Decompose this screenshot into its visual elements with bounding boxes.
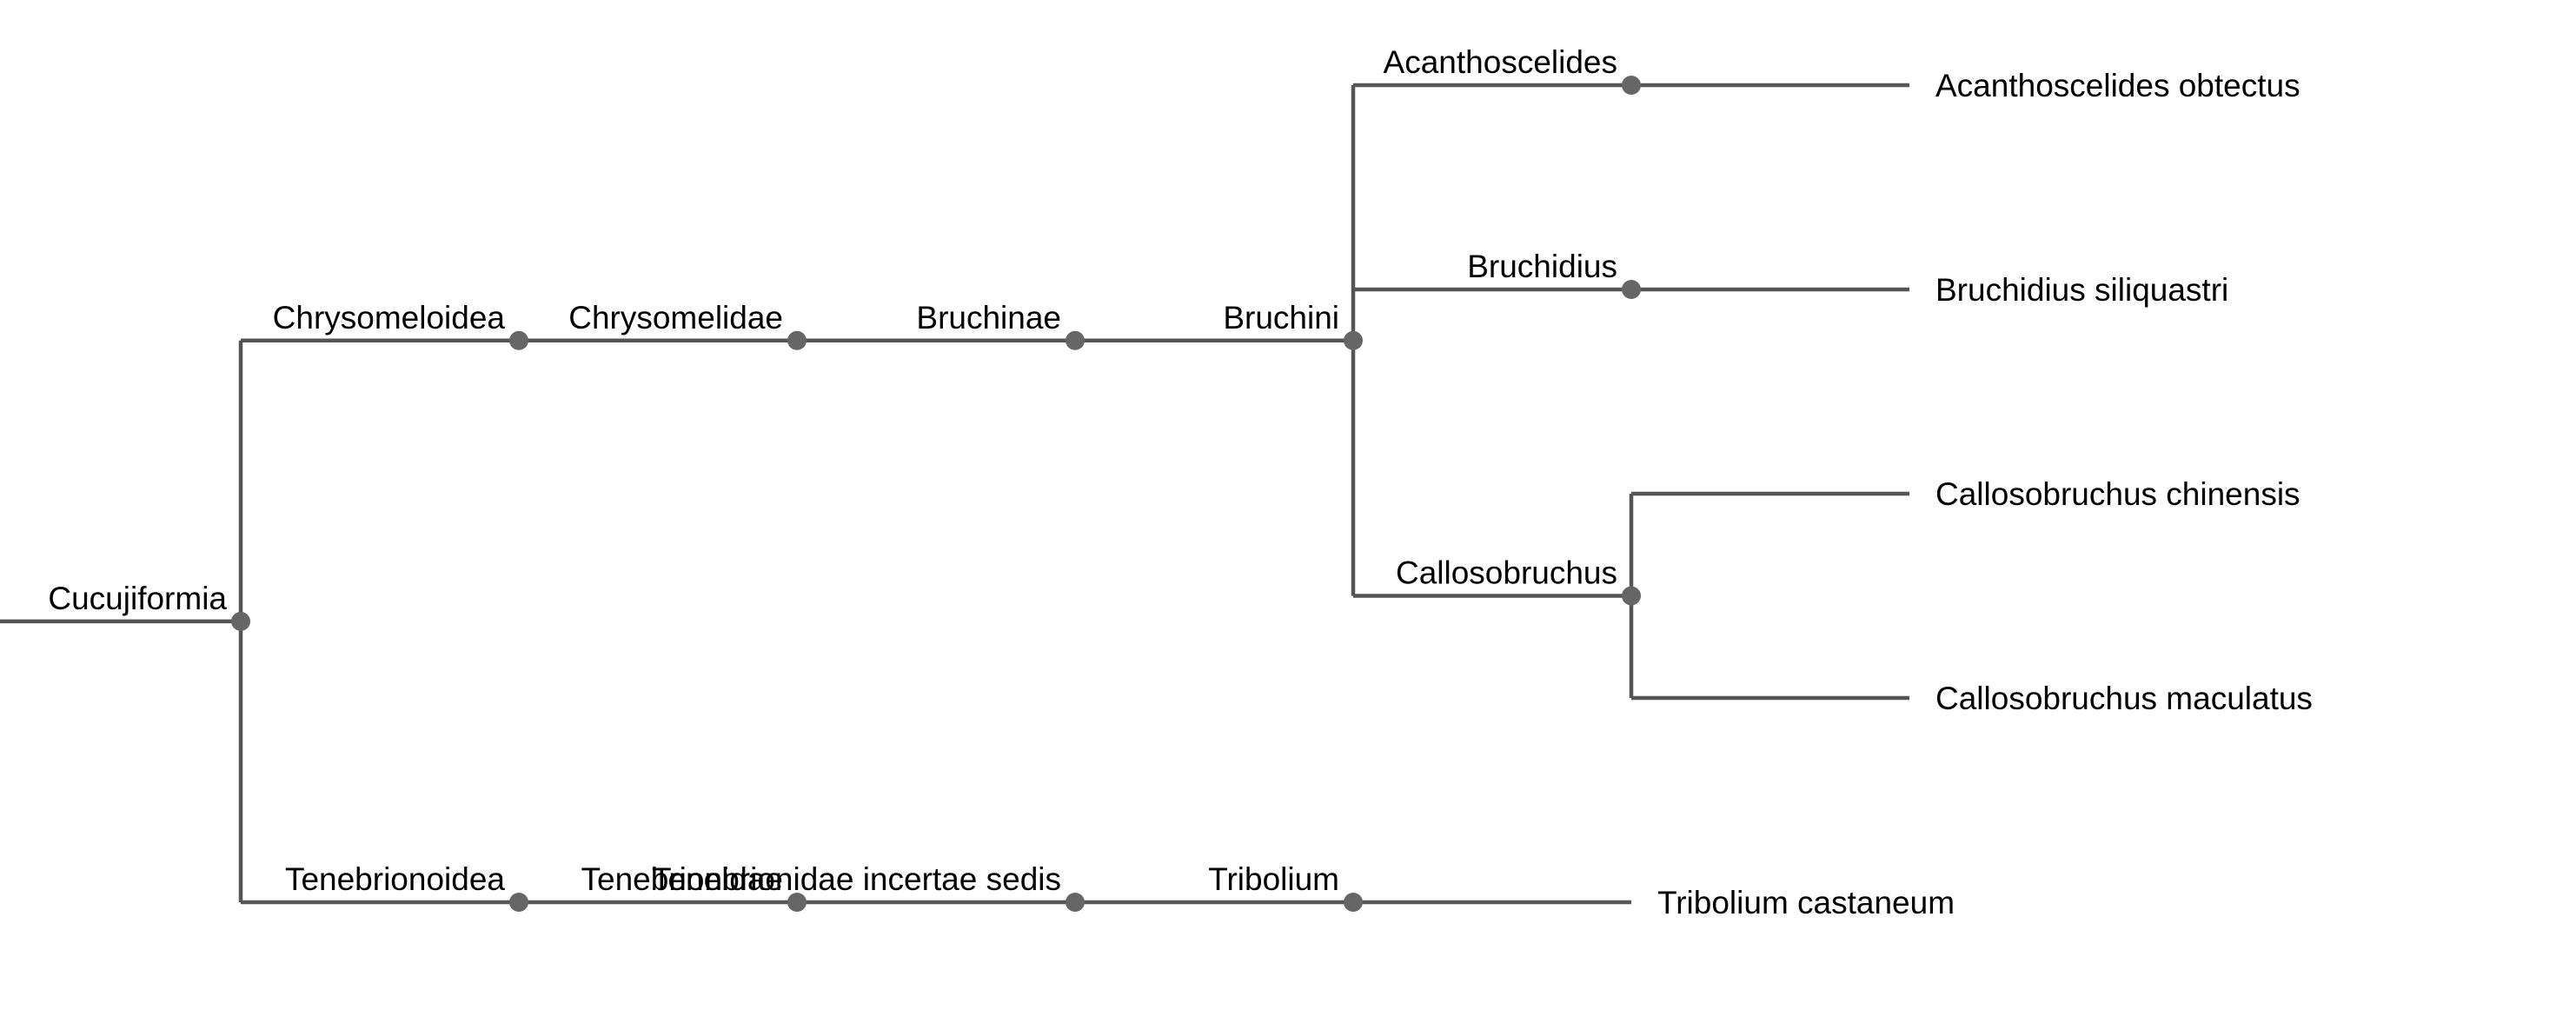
node-tenebrionidae (787, 893, 807, 912)
leaf-label-tribolium-castaneum: Tribolium castaneum (1657, 885, 1955, 920)
node-acanthoscelides (1622, 76, 1641, 95)
clade-label-chrysomelidae: Chrysomelidae (568, 300, 783, 336)
clade-label-chrysomeloidea: Chrysomeloidea (273, 300, 506, 336)
node-bruchini (1344, 330, 1363, 350)
node-tenebrionoidea (509, 893, 528, 912)
node-chrysomelidae (787, 330, 807, 350)
clade-label-bruchini: Bruchini (1223, 300, 1339, 336)
clade-label-tenebrionoidea: Tenebrionoidea (285, 861, 505, 897)
clade-label-callosobruchus: Callosobruchus (1396, 555, 1617, 591)
clade-label-tenebrionidae-incertae-sedis: Tenebrionidae incertae sedis (652, 861, 1061, 897)
clade-label-tenebrionidae: Tenebrionidae (581, 861, 783, 897)
tree-labels: Acanthoscelides obtectus AcanthoscelidesB… (48, 44, 2313, 920)
node-bruchidius (1622, 280, 1641, 299)
node-cucujiformia (231, 611, 250, 631)
node-tribolium (1344, 893, 1363, 912)
clade-label-acanthoscelides: Acanthoscelides (1384, 44, 1617, 80)
node-bruchinae (1066, 330, 1085, 350)
leaf-label-callosobruchus-maculatus: Callosobruchus maculatus (1935, 681, 2313, 716)
clade-label-bruchinae: Bruchinae (916, 300, 1061, 336)
node-tenebrionidae-incertae-sedis (1066, 893, 1085, 912)
node-chrysomeloidea (509, 330, 528, 350)
clade-label-cucujiformia: Cucujiformia (48, 581, 227, 616)
tree-nodes (231, 76, 1641, 912)
tree-branches (0, 83, 1909, 905)
leaf-label-bruchidius-siliquastri: Bruchidius siliquastri (1935, 272, 2228, 308)
leaf-label-acanthoscelides-obtectus: Acanthoscelides obtectus (1935, 68, 2300, 103)
node-callosobruchus (1622, 586, 1641, 606)
leaf-label-callosobruchus-chinensis: Callosobruchus chinensis (1935, 476, 2300, 512)
clade-label-tribolium: Tribolium (1208, 861, 1339, 897)
clade-label-bruchidius: Bruchidius (1467, 249, 1617, 284)
